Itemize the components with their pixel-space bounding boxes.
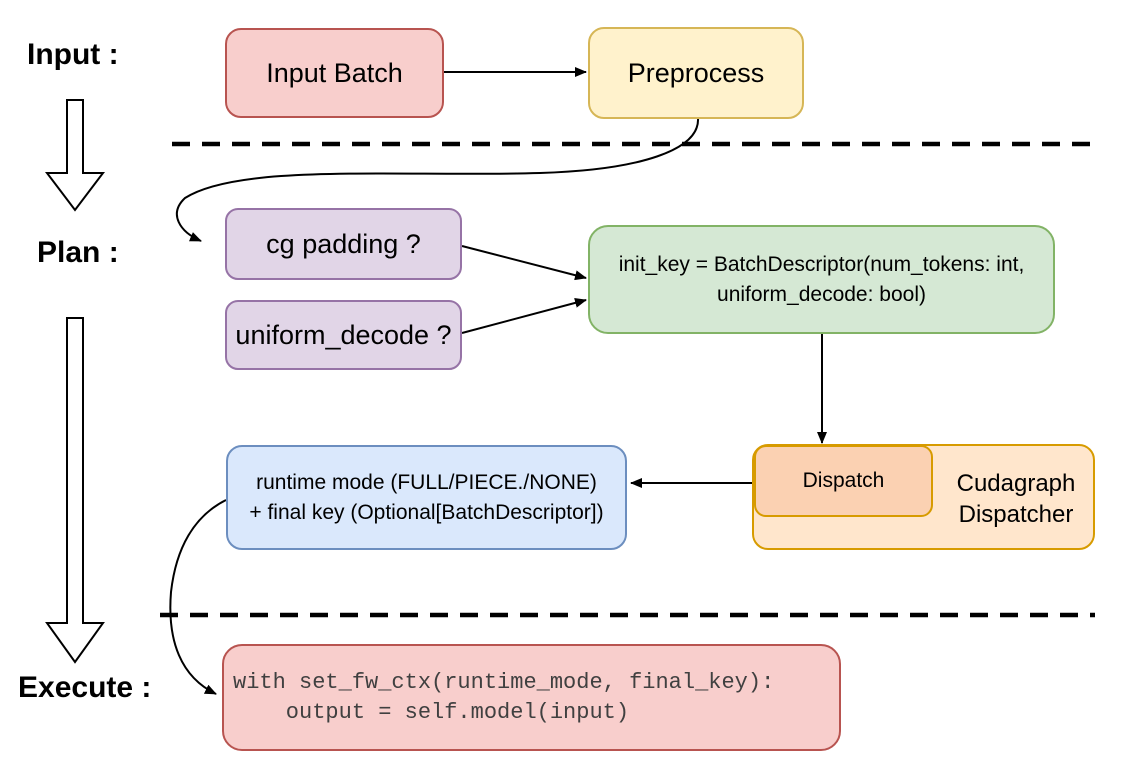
input-batch-label: Input Batch <box>266 58 403 88</box>
uniform-decode-label: uniform_decode ? <box>235 320 452 350</box>
init-key-line1: init_key = BatchDescriptor(num_tokens: i… <box>618 252 1025 276</box>
init-key-line2: uniform_decode: bool) <box>717 282 926 306</box>
preprocess-label: Preprocess <box>627 58 765 88</box>
init-key-node: init_key = BatchDescriptor(num_tokens: i… <box>588 225 1055 334</box>
execute-code-line1: with set_fw_ctx(runtime_mode, final_key)… <box>233 669 775 695</box>
stage-label-input: Input : <box>27 38 119 71</box>
dispatch-label: Dispatch <box>802 469 885 492</box>
execute-code-node: with set_fw_ctx(runtime_mode, final_key)… <box>222 644 841 751</box>
runtime-mode-node: runtime mode (FULL/PIECE./NONE) + final … <box>226 445 627 550</box>
preprocess-node: Preprocess <box>588 27 804 119</box>
cudagraph-dispatcher-line1: Cudagraph <box>956 470 1076 497</box>
cudagraph-dispatcher-line2: Dispatcher <box>958 501 1074 528</box>
cudagraph-dispatcher-label: Cudagraph Dispatcher <box>935 446 1097 552</box>
uniform-decode-node: uniform_decode ? <box>225 300 462 370</box>
stage-label-execute: Execute : <box>18 671 152 704</box>
runtime-mode-line2: + final key (Optional[BatchDescriptor]) <box>249 500 604 524</box>
execute-code-line2: output = self.model(input) <box>233 699 630 725</box>
cg-padding-label: cg padding ? <box>266 229 421 259</box>
stage-label-plan: Plan : <box>37 236 119 269</box>
runtime-mode-line1: runtime mode (FULL/PIECE./NONE) <box>256 470 597 494</box>
input-batch-node: Input Batch <box>225 28 444 118</box>
dispatch-node: Dispatch <box>754 445 933 517</box>
cg-padding-node: cg padding ? <box>225 208 462 280</box>
